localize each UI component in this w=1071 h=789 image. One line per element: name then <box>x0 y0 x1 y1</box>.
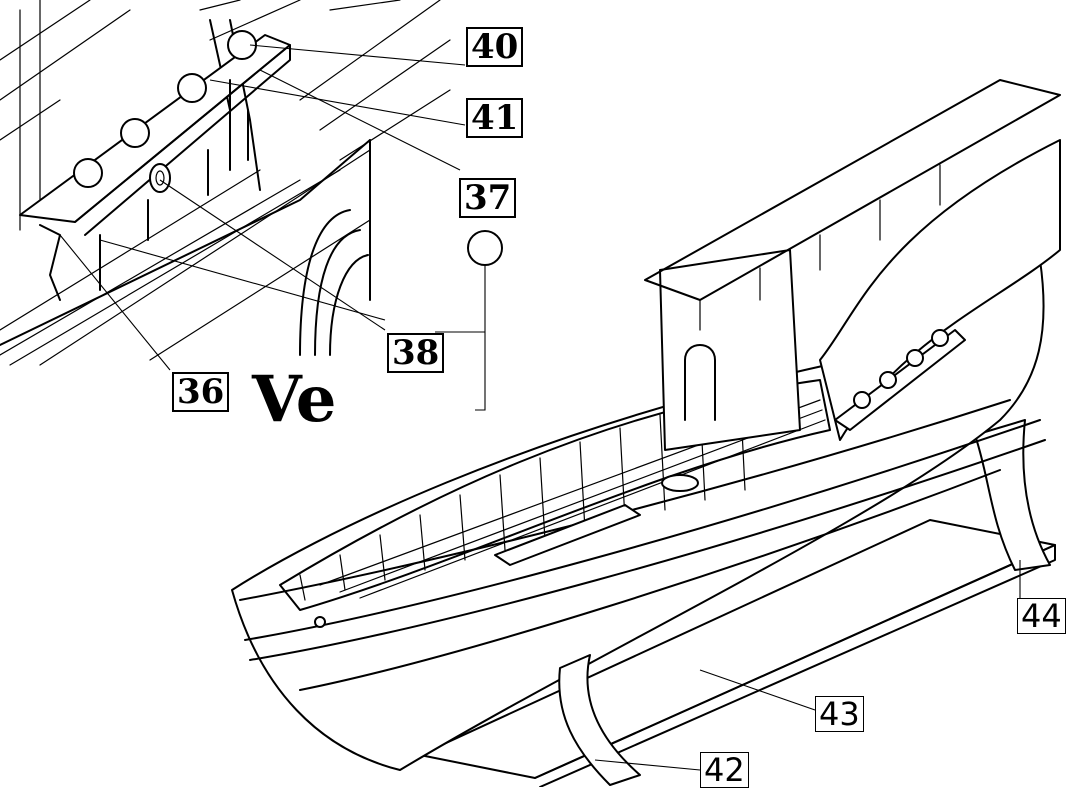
cannonball-icon <box>879 371 897 389</box>
part-label-36: 36 <box>172 372 230 412</box>
upper-deck-rail <box>644 79 1061 301</box>
stern-castle <box>819 139 1061 441</box>
detail-view-text: Ve <box>252 362 337 437</box>
cannonball-icon <box>906 349 924 367</box>
deck-opening <box>661 474 699 492</box>
cannonball-icon <box>853 391 871 409</box>
part-label-38: 38 <box>387 333 445 373</box>
cannonball-icon <box>931 329 949 347</box>
cannonball-icon <box>227 30 257 60</box>
detail-hull-planks <box>0 0 451 366</box>
part-label-41: 41 <box>466 98 524 138</box>
hawse-hole <box>314 616 326 628</box>
eyebolt-icon <box>149 163 171 193</box>
aft-cabin <box>659 249 801 451</box>
cannonball-icon <box>177 73 207 103</box>
ship-hull <box>231 79 1061 787</box>
detail-inset <box>0 0 503 411</box>
part-label-43: 43 <box>815 696 864 732</box>
cannonball-icon <box>120 118 150 148</box>
detail-shot-rail <box>19 30 291 301</box>
part-label-44: 44 <box>1017 598 1066 634</box>
pin-head-icon <box>467 230 503 266</box>
stand-cradle-front <box>558 654 641 786</box>
deck-hatch <box>494 504 641 566</box>
part-label-42: 42 <box>700 752 749 788</box>
cabin-door <box>684 344 716 421</box>
part-label-37: 37 <box>459 178 517 218</box>
cannonball-icon <box>73 158 103 188</box>
part-label-40: 40 <box>466 27 524 67</box>
